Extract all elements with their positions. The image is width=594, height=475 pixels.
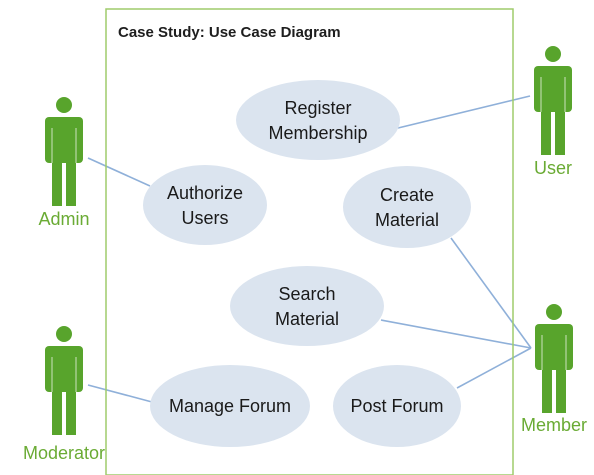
use-case-post-forum[interactable]: Post Forum xyxy=(333,365,461,447)
association-moderator-manage-forum xyxy=(87,384,153,403)
association-admin-authorize-users xyxy=(87,157,151,187)
use-case-label: Material xyxy=(375,210,439,230)
actors: Admin Moderator User Member xyxy=(23,46,587,463)
use-case-register-membership[interactable]: Register Membership xyxy=(236,80,400,160)
use-case-authorize-users[interactable]: Authorize Users xyxy=(143,165,267,245)
association-member-create-material xyxy=(450,237,532,349)
stick-figure-icon xyxy=(45,326,83,435)
stick-figure-icon xyxy=(535,304,573,413)
use-case-label: Authorize xyxy=(167,183,243,203)
actor-moderator[interactable]: Moderator xyxy=(23,326,105,463)
use-case-label: Post Forum xyxy=(350,396,443,416)
use-case-label: Register xyxy=(284,98,351,118)
stick-figure-icon xyxy=(534,46,572,155)
actor-label: Admin xyxy=(38,209,89,229)
stick-figure-icon xyxy=(45,97,83,206)
use-case-manage-forum[interactable]: Manage Forum xyxy=(150,365,310,447)
actor-label: Moderator xyxy=(23,443,105,463)
use-case-label: Membership xyxy=(268,123,367,143)
use-case-label: Material xyxy=(275,309,339,329)
use-case-label: Create xyxy=(380,185,434,205)
use-case-create-material[interactable]: Create Material xyxy=(343,166,471,248)
association-member-search-material xyxy=(380,319,532,349)
association-member-post-forum xyxy=(456,347,532,389)
system-title: Case Study: Use Case Diagram xyxy=(118,24,341,41)
associations xyxy=(87,95,532,403)
use-cases: Register Membership Authorize Users Crea… xyxy=(143,80,471,447)
use-case-search-material[interactable]: Search Material xyxy=(230,266,384,346)
actor-label: Member xyxy=(521,415,587,435)
actor-admin[interactable]: Admin xyxy=(38,97,90,229)
association-user-register-membership xyxy=(397,95,531,129)
use-case-label: Users xyxy=(181,208,228,228)
actor-user[interactable]: User xyxy=(534,46,572,178)
use-case-label: Manage Forum xyxy=(169,396,291,416)
actor-label: User xyxy=(534,158,572,178)
actor-member[interactable]: Member xyxy=(521,304,587,435)
system-boundary xyxy=(105,8,514,475)
use-case-label: Search xyxy=(278,284,335,304)
